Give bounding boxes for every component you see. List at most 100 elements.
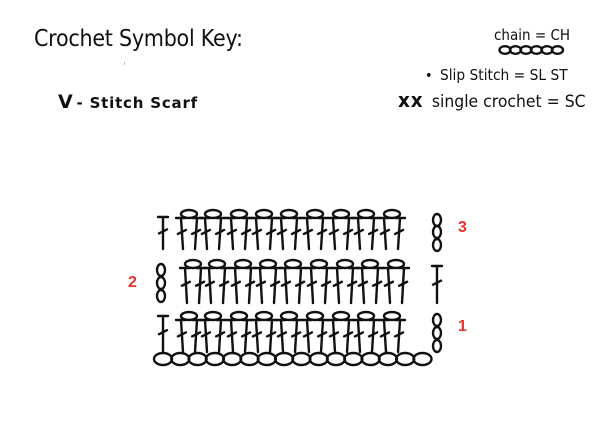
foundation-chain-16 bbox=[412, 351, 433, 367]
row2-v-group-9-chain-space bbox=[386, 258, 406, 270]
row2-v-group-4-chain-space bbox=[258, 258, 278, 270]
row2-v-group-6-left-stitch bbox=[304, 266, 318, 305]
row2-v-group-3-right-stitch bbox=[244, 266, 258, 305]
foundation-chain-13 bbox=[360, 351, 381, 367]
row3-v-group-3-chain-space bbox=[229, 208, 249, 220]
row1-v-group-7-right-stitch bbox=[342, 318, 356, 354]
row3-v-group-1-right-stitch bbox=[190, 216, 204, 251]
row3-v-group-9-right-stitch bbox=[393, 216, 407, 251]
row1-v-group-1-chain-space bbox=[179, 310, 199, 322]
row2-v-group-5-chain-space bbox=[283, 258, 303, 270]
row1-v-group-9-right-stitch bbox=[393, 318, 407, 354]
row-number-2: 2 bbox=[128, 274, 137, 291]
row2-v-group-3-left-stitch bbox=[228, 266, 242, 305]
row1-turning-chain-3 bbox=[431, 338, 443, 354]
row2-v-group-6-right-stitch bbox=[320, 266, 334, 305]
row3-v-group-3-left-stitch bbox=[224, 216, 238, 251]
foundation-chain-6 bbox=[239, 351, 260, 367]
row2-v-group-4-left-stitch bbox=[253, 266, 267, 305]
row3-v-group-1-left-stitch bbox=[174, 216, 188, 251]
row1-v-group-9-chain-space bbox=[382, 310, 402, 322]
row1-v-group-6-chain-space bbox=[305, 310, 325, 322]
row3-v-group-2-left-stitch bbox=[198, 216, 212, 251]
row2-v-group-8-right-stitch bbox=[371, 266, 385, 305]
key-slip-stitch: •Slip Stitch = SL ST bbox=[425, 66, 568, 84]
row3-v-group-5-chain-space bbox=[279, 208, 299, 220]
foundation-chain-14 bbox=[377, 351, 399, 367]
row1-v-group-6-right-stitch bbox=[316, 318, 330, 354]
foundation-chain-3 bbox=[187, 351, 208, 367]
row1-v-group-2-chain-space bbox=[203, 310, 223, 322]
row1-v-group-3-right-stitch bbox=[240, 318, 254, 354]
row3-v-group-7-right-stitch bbox=[342, 216, 356, 251]
row2-v-group-2-right-stitch bbox=[218, 266, 232, 305]
row1-v-group-4-chain-space bbox=[254, 310, 274, 322]
row2-v-group-2-left-stitch bbox=[202, 266, 216, 305]
row3-v-group-7-left-stitch bbox=[326, 216, 340, 251]
row-number-3: 3 bbox=[458, 219, 467, 236]
row3-v-group-4-chain-space bbox=[254, 208, 274, 220]
row2-v-group-5-right-stitch bbox=[294, 266, 308, 305]
row1-v-group-2-left-stitch bbox=[198, 318, 212, 354]
row-number-1: 1 bbox=[458, 318, 467, 335]
foundation-chain-7 bbox=[256, 351, 277, 367]
row3-v-group-4-right-stitch bbox=[265, 216, 279, 251]
foundation-chain-9 bbox=[291, 351, 312, 367]
row3-v-group-1-chain-space bbox=[179, 208, 199, 220]
row3-v-group-8-right-stitch bbox=[367, 216, 381, 251]
foundation-chain-5 bbox=[221, 351, 243, 367]
pattern-name: V- Stitch Scarf bbox=[58, 91, 198, 113]
foundation-chain-1 bbox=[152, 351, 174, 367]
row2-v-group-1-chain-space bbox=[183, 258, 203, 270]
foundation-chain-12 bbox=[343, 351, 364, 367]
row3-edge-stitch bbox=[156, 215, 170, 251]
row2-v-group-6-chain-space bbox=[309, 258, 329, 270]
row3-v-group-5-left-stitch bbox=[274, 216, 288, 251]
slip-stitch-icon: • bbox=[425, 68, 433, 84]
row2-v-group-1-left-stitch bbox=[178, 266, 192, 305]
row3-v-group-2-chain-space bbox=[203, 208, 223, 220]
row3-v-group-6-chain-space bbox=[305, 208, 325, 220]
key-chain-oval-6 bbox=[550, 45, 565, 56]
row2-v-group-7-left-stitch bbox=[330, 266, 344, 305]
row1-v-group-1-left-stitch bbox=[174, 318, 188, 354]
row2-v-group-2-chain-space bbox=[207, 258, 227, 270]
row2-v-group-8-left-stitch bbox=[355, 266, 369, 305]
foundation-chain-11 bbox=[325, 351, 347, 367]
row1-v-group-3-chain-space bbox=[229, 310, 249, 322]
row3-v-group-6-left-stitch bbox=[300, 216, 314, 251]
row2-turning-chain-1 bbox=[155, 262, 167, 278]
row3-v-group-3-right-stitch bbox=[240, 216, 254, 251]
row3-v-group-8-left-stitch bbox=[351, 216, 365, 251]
row1-v-group-7-left-stitch bbox=[326, 318, 340, 354]
row3-v-group-8-chain-space bbox=[356, 208, 376, 220]
row3-v-group-7-chain-space bbox=[331, 208, 351, 220]
row2-edge-stitch bbox=[430, 264, 444, 305]
row1-turning-chain-2 bbox=[431, 325, 443, 341]
foundation-chain-8 bbox=[273, 351, 295, 367]
row2-v-group-1-right-stitch bbox=[194, 266, 208, 305]
row1-v-group-6-left-stitch bbox=[300, 318, 314, 354]
row2-v-group-3-chain-space bbox=[233, 258, 253, 270]
row2-v-group-9-left-stitch bbox=[381, 266, 395, 305]
foundation-chain-15 bbox=[395, 351, 416, 367]
row3-v-group-9-chain-space bbox=[382, 208, 402, 220]
row1-v-group-5-left-stitch bbox=[274, 318, 288, 354]
foundation-chain-4 bbox=[204, 351, 226, 367]
row2-v-group-8-chain-space bbox=[360, 258, 380, 270]
row1-v-group-8-left-stitch bbox=[351, 318, 365, 354]
foundation-chain-2 bbox=[170, 351, 191, 367]
stray-mark bbox=[124, 62, 125, 65]
row1-v-group-3-left-stitch bbox=[224, 318, 238, 354]
row1-v-group-9-left-stitch bbox=[377, 318, 391, 354]
row3-turning-chain-2 bbox=[431, 224, 443, 240]
row2-v-group-9-right-stitch bbox=[397, 266, 411, 305]
row1-v-group-8-right-stitch bbox=[367, 318, 381, 354]
row2-turning-chain-3 bbox=[155, 288, 167, 304]
row2-v-group-7-chain-space bbox=[335, 258, 355, 270]
row1-v-group-2-right-stitch bbox=[214, 318, 228, 354]
row3-v-group-5-right-stitch bbox=[290, 216, 304, 251]
row3-turning-chain-3 bbox=[431, 237, 443, 253]
